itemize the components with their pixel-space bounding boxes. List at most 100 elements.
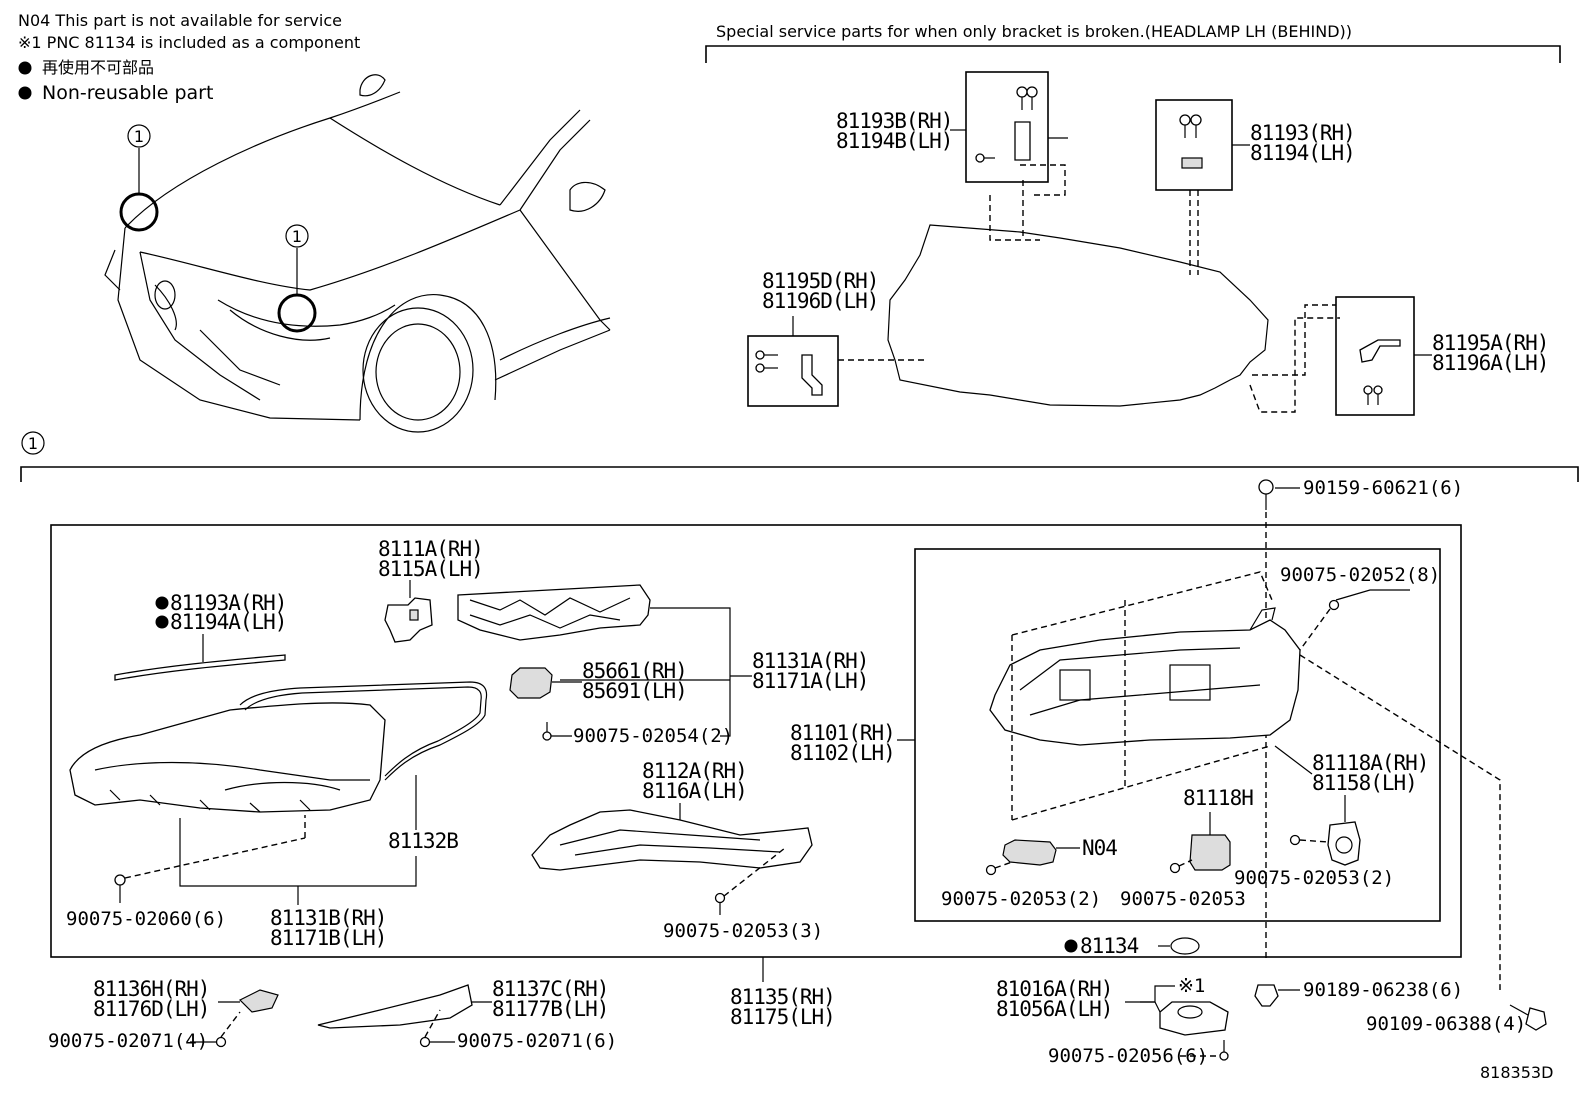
- label-90075-02053: 90075-02053: [1120, 888, 1246, 910]
- label-90189: 90189-06238(6): [1303, 979, 1463, 1001]
- callout-number-bubble: [21, 431, 45, 455]
- strip-81193a-icon: [114, 654, 286, 681]
- label-90075-02054: 90075-02054(2): [573, 725, 733, 747]
- label-90075-02060: 90075-02060(6): [66, 908, 226, 930]
- label-81194b: 81194B(LH): [836, 129, 952, 153]
- gasket-81132b-icon: [239, 681, 488, 781]
- headlamp-callout-circle: [119, 192, 159, 232]
- label-81175: 81175(LH): [730, 1005, 835, 1029]
- callout-number-bubble: [285, 224, 309, 248]
- label-90075-02052: 90075-02052(8): [1280, 564, 1440, 586]
- o-ring-81134-icon: [1170, 937, 1200, 955]
- bolt-90109-icon: [1509, 1004, 1547, 1031]
- module-81118h-icon: [1189, 834, 1231, 871]
- label-8111a: 8111A(RH): [378, 537, 483, 561]
- nonreusable-bullet-icon: [1064, 939, 1078, 953]
- screw-90075-02053-icon: [714, 892, 726, 904]
- assembly-81135-box: [50, 524, 1462, 958]
- callout-number-bubble: [127, 124, 151, 148]
- label-81056a: 81056A(LH): [996, 997, 1112, 1021]
- bracket-81193b-icon: [975, 86, 1038, 163]
- headlamp-outline: [887, 224, 1269, 407]
- section-frame: [20, 466, 1579, 482]
- headlamp-lens-81131b-icon: [69, 702, 386, 813]
- nonreusable-bullet-icon: [18, 86, 32, 100]
- screw-90159-icon: [1258, 479, 1274, 510]
- bracket-81137c-icon: [317, 984, 473, 1029]
- note-nonreusable: Non-reusable part: [42, 82, 213, 104]
- label-81193: 81193(RH): [1250, 121, 1355, 145]
- lamp-unit-81131a-icon: [457, 584, 651, 641]
- screw-90075-02056-icon: [1219, 1051, 1229, 1061]
- label-85661: 85661(RH): [582, 659, 687, 683]
- nonreusable-bullet-icon: [18, 61, 32, 75]
- label-81195a: 81195A(RH): [1432, 331, 1548, 355]
- bracket-81195d-icon: [755, 350, 823, 396]
- note-ref1: ※1 PNC 81134 is included as a component: [18, 33, 360, 52]
- label-81177b: 81177B(LH): [492, 997, 608, 1021]
- label-81171a: 81171A(LH): [752, 669, 868, 693]
- label-81194: 81194(LH): [1250, 141, 1355, 165]
- section-callout-number: 1: [28, 434, 38, 453]
- part-81195a-box: [1335, 296, 1415, 416]
- label-8116a: 8116A(LH): [642, 779, 747, 803]
- label-81194a: 81194A(LH): [170, 610, 286, 634]
- screw-90075-02053-icon: [1289, 834, 1301, 846]
- label-81102: 81102(LH): [790, 741, 895, 765]
- label-81134: 81134: [1080, 934, 1139, 958]
- label-8112a: 8112A(RH): [642, 759, 747, 783]
- label-81193b: 81193B(RH): [836, 109, 952, 133]
- label-81135: 81135(RH): [730, 985, 835, 1009]
- screw-90075-02053-icon: [985, 864, 997, 876]
- cover-8112a-icon: [531, 809, 813, 871]
- label-81118h: 81118H: [1183, 786, 1253, 810]
- module-n04-icon: [1002, 839, 1057, 866]
- label-8115a: 8115A(LH): [378, 557, 483, 581]
- screw-90075-02052-icon: [1328, 599, 1340, 611]
- screw-90075-02060-icon: [114, 874, 126, 886]
- nut-90189-icon: [1254, 984, 1279, 1007]
- housing-81101-icon: [989, 607, 1301, 746]
- drawing-id: 818353D: [1480, 1063, 1553, 1082]
- label-90109: 90109-06388(4): [1366, 1013, 1526, 1035]
- bracket-title: Special service parts for when only brac…: [716, 22, 1352, 41]
- ref-mark-1: ※1: [1178, 975, 1205, 997]
- bracket-81118a-icon: [1327, 821, 1361, 866]
- bracket-81195a-icon: [1359, 339, 1401, 405]
- part-81193b-box: [965, 71, 1049, 183]
- label-85691: 85691(LH): [582, 679, 687, 703]
- screw-90075-02054-icon: [542, 731, 552, 741]
- label-81118a: 81118A(RH): [1312, 751, 1428, 775]
- label-81193a: 81193A(RH): [170, 591, 286, 615]
- label-90075-02053-2b: 90075-02053(2): [1234, 867, 1394, 889]
- module-85661-icon: [509, 667, 553, 699]
- label-81195d: 81195D(RH): [762, 269, 878, 293]
- label-90075-02053-2a: 90075-02053(2): [941, 888, 1101, 910]
- bracket-8111a-icon: [384, 597, 433, 643]
- label-81196d: 81196D(LH): [762, 289, 878, 313]
- nonreusable-bullet-icon: [155, 615, 169, 629]
- car-front-illustration: [104, 74, 611, 433]
- screw-90075-02053-icon: [1169, 862, 1181, 874]
- label-90075-02053-3: 90075-02053(3): [663, 920, 823, 942]
- label-81016a: 81016A(RH): [996, 977, 1112, 1001]
- label-90075-02056: 90075-02056(6): [1048, 1045, 1208, 1067]
- label-81132b: 81132B: [388, 829, 458, 853]
- label-81136h: 81136H(RH): [93, 977, 209, 1001]
- label-81131a: 81131A(RH): [752, 649, 868, 673]
- label-81137c: 81137C(RH): [492, 977, 608, 1001]
- bracket-81193-icon: [1179, 114, 1203, 169]
- label-90159: 90159-60621(6): [1303, 477, 1463, 499]
- label-n04: N04: [1082, 836, 1117, 860]
- screw-90075-02071-icon: [215, 1036, 227, 1048]
- callout-number: 1: [292, 227, 302, 246]
- label-81171b: 81171B(LH): [270, 926, 386, 950]
- label-81131b: 81131B(RH): [270, 906, 386, 930]
- bracket-81136h-icon: [238, 989, 279, 1013]
- screw-90075-02071-icon: [419, 1036, 431, 1048]
- label-81101: 81101(RH): [790, 721, 895, 745]
- label-90075-02071-4: 90075-02071(4): [48, 1030, 208, 1052]
- note-n04: N04 This part is not available for servi…: [18, 11, 342, 30]
